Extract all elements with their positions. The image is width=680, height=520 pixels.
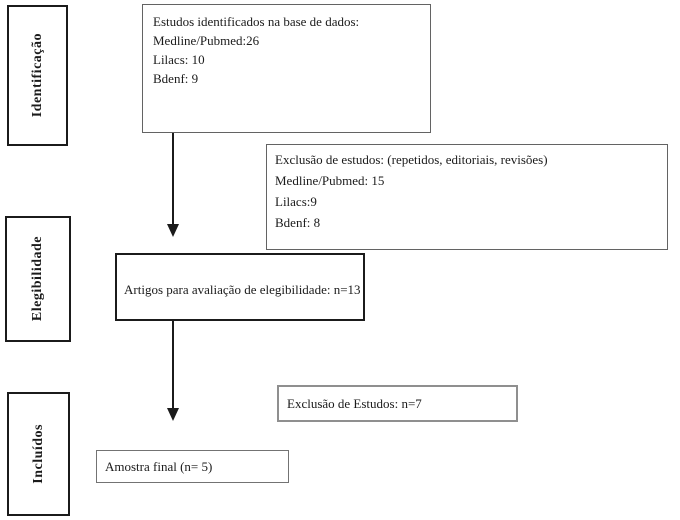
down-arrow-1-line — [172, 133, 174, 225]
down-arrow-2-head-icon — [167, 408, 179, 421]
down-arrow-1-head-icon — [167, 224, 179, 237]
exclusion1-bdenf-count: Bdenf: 8 — [275, 215, 321, 230]
identified-studies-title: Estudos identificados na base de dados: — [153, 14, 360, 29]
stage-label-included: Incluídos — [30, 424, 46, 484]
stage-box-included: Incluídos — [7, 392, 70, 516]
down-arrow-2-line — [172, 321, 174, 409]
final-sample-text: Amostra final (n= 5) — [105, 458, 213, 474]
identified-medline-count: Medline/Pubmed:26 — [153, 33, 260, 48]
exclusion1-medline-count: Medline/Pubmed: 15 — [275, 173, 385, 188]
eligibility-assessment-box: Artigos para avaliação de elegibilidade:… — [115, 253, 365, 321]
exclusion1-lilacs-count: Lilacs:9 — [275, 194, 317, 209]
exclusion1-title: Exclusão de estudos: (repetidos, editori… — [275, 152, 548, 167]
exclusion-studies-box-1: Exclusão de estudos: (repetidos, editori… — [266, 144, 668, 250]
stage-box-eligibility: Elegibilidade — [5, 216, 71, 342]
exclusion-studies-box-2: Exclusão de Estudos: n=7 — [277, 385, 518, 422]
identified-bdenf-count: Bdenf: 9 — [153, 71, 199, 86]
exclusion2-text: Exclusão de Estudos: n=7 — [287, 395, 422, 411]
identified-studies-box: Estudos identificados na base de dados: … — [142, 4, 431, 133]
final-sample-box: Amostra final (n= 5) — [96, 450, 289, 483]
stage-box-identification: Identificação — [7, 5, 68, 146]
eligibility-assessment-text: Artigos para avaliação de elegibilidade:… — [124, 282, 361, 297]
stage-label-identification: Identificação — [29, 33, 45, 118]
stage-label-eligibility: Elegibilidade — [30, 236, 45, 322]
identified-lilacs-count: Lilacs: 10 — [153, 52, 205, 67]
